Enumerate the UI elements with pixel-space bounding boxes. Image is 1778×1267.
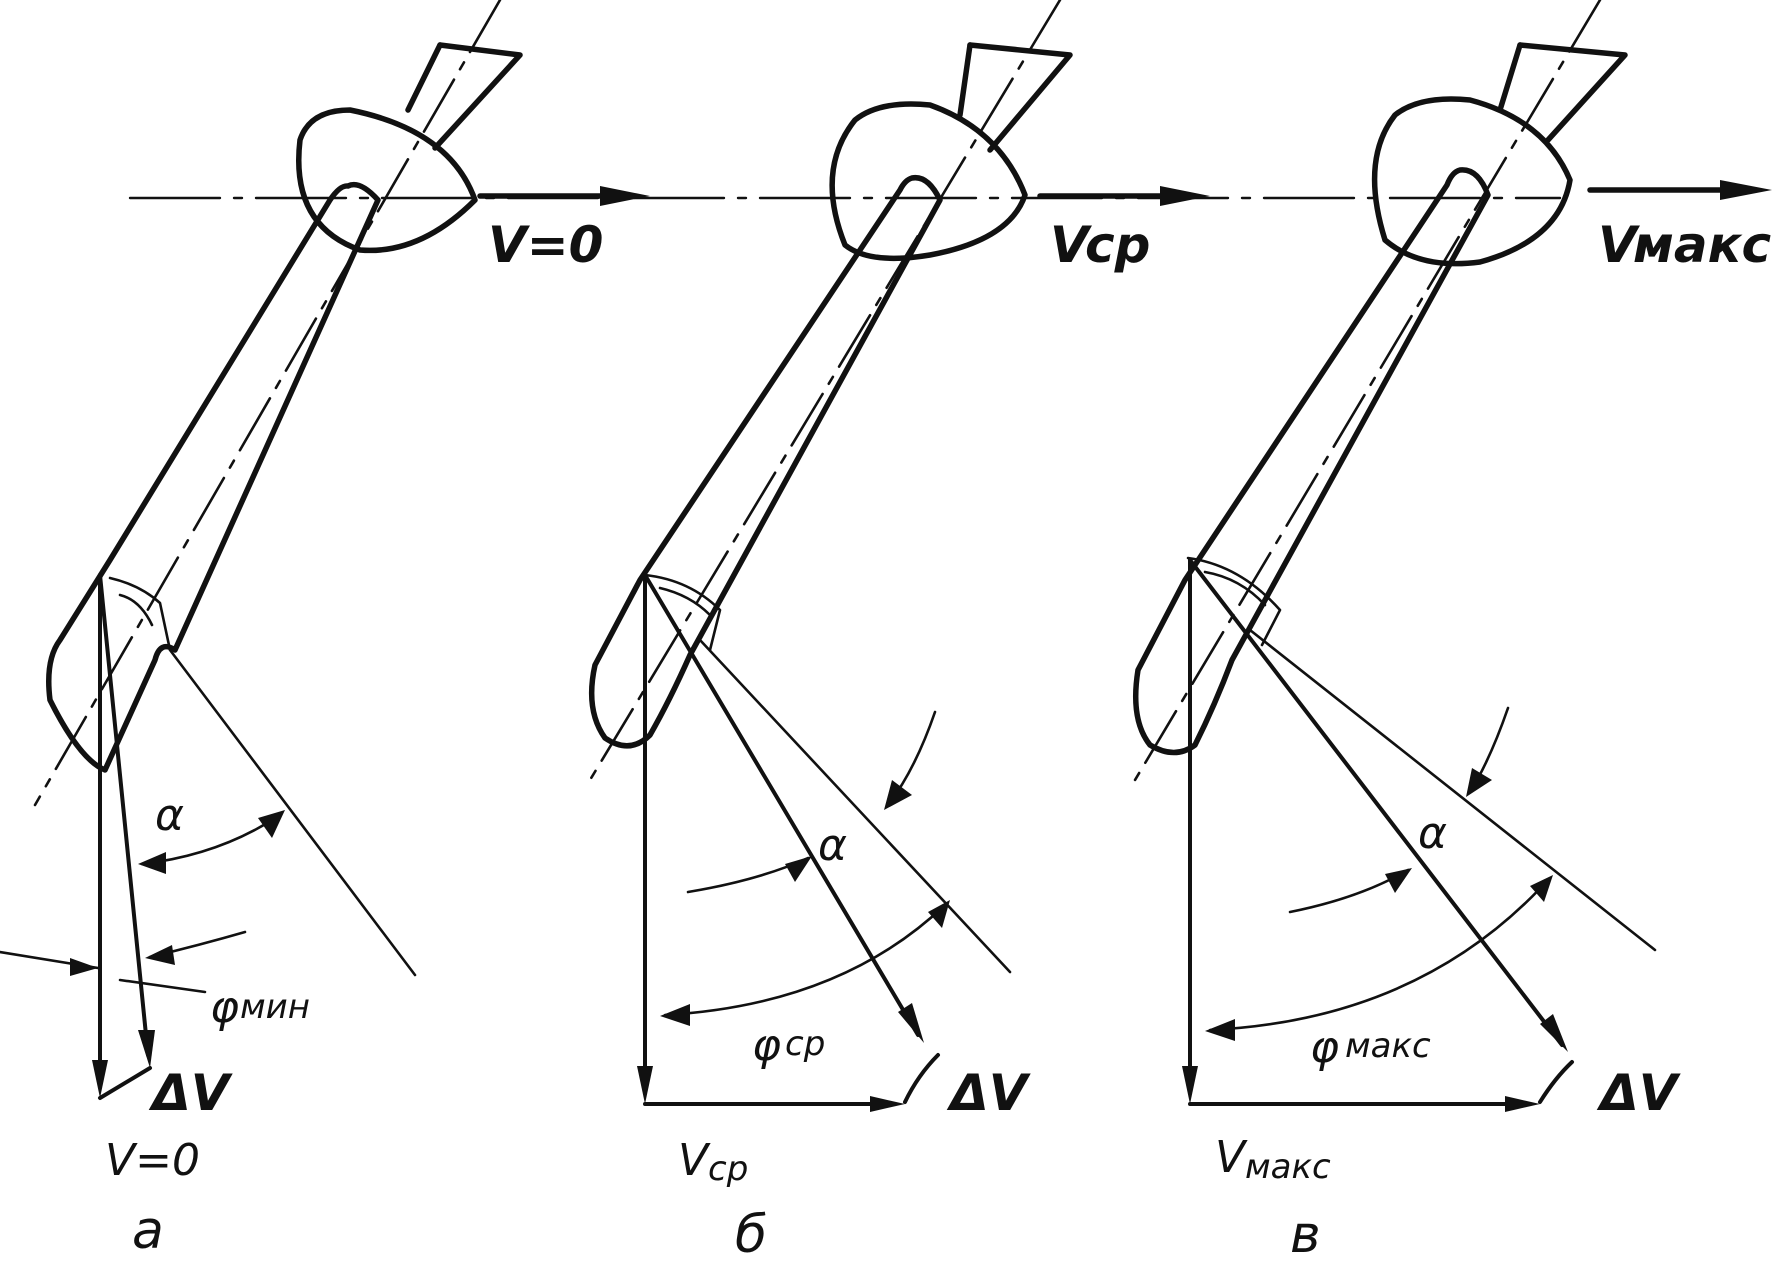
panel-b-propeller bbox=[588, 0, 1073, 782]
panel-v-phi-sub: макс bbox=[1345, 1026, 1431, 1066]
panel-b-resultant-sub: ср bbox=[708, 1149, 748, 1189]
panel-a-labels: V=0 α φ мин ΔV V=0 а bbox=[105, 216, 603, 1261]
panel-a-phi-sub: мин bbox=[240, 987, 310, 1027]
panel-v-labels: V макс α φ макс ΔV V макс в bbox=[1215, 216, 1772, 1265]
panel-a: V=0 α φ мин ΔV V=0 а bbox=[0, 0, 603, 1261]
panel-b-resultant-main: V bbox=[678, 1135, 711, 1186]
panel-b-phi-sub: ср bbox=[785, 1024, 825, 1064]
panel-v: V макс α φ макс ΔV V макс в bbox=[1133, 0, 1772, 1265]
panel-a-resultant-label: V=0 bbox=[105, 1135, 200, 1186]
panel-a-vectors bbox=[0, 573, 417, 1100]
panel-v-caption: в bbox=[1290, 1205, 1321, 1265]
panel-v-delta-v: ΔV bbox=[1596, 1064, 1681, 1122]
panel-v-phi-label: φ bbox=[1310, 1022, 1339, 1073]
panel-b-labels: V ср α φ ср ΔV V ср б bbox=[678, 216, 1150, 1265]
panel-b-vectors bbox=[637, 573, 1012, 1112]
panel-v-propeller bbox=[1133, 0, 1628, 782]
panel-v-alpha-label: α bbox=[1418, 808, 1447, 859]
panel-v-resultant-sub: макс bbox=[1245, 1147, 1331, 1187]
panel-a-caption: а bbox=[132, 1201, 164, 1261]
panel-a-alpha-label: α bbox=[155, 790, 184, 841]
panel-a-speed-label: V=0 bbox=[488, 216, 603, 274]
panel-b: V ср α φ ср ΔV V ср б bbox=[588, 0, 1150, 1265]
panel-a-delta-v: ΔV bbox=[148, 1064, 233, 1122]
panel-b-speed-sub: ср bbox=[1085, 216, 1150, 274]
panel-v-speed-sub: макс bbox=[1633, 216, 1772, 274]
panel-b-delta-v: ΔV bbox=[946, 1064, 1031, 1122]
panel-v-speed-main: V bbox=[1598, 216, 1640, 274]
panel-b-caption: б bbox=[735, 1205, 767, 1265]
panel-b-phi-label: φ bbox=[752, 1020, 781, 1071]
panel-a-phi-label: φ bbox=[210, 982, 239, 1033]
flight-axis bbox=[128, 180, 1772, 206]
panel-a-propeller bbox=[33, 0, 523, 807]
panel-v-vectors bbox=[1182, 558, 1657, 1112]
panel-b-alpha-label: α bbox=[818, 820, 847, 871]
panel-v-resultant-main: V bbox=[1215, 1132, 1248, 1183]
panel-b-speed-main: V bbox=[1050, 216, 1092, 274]
